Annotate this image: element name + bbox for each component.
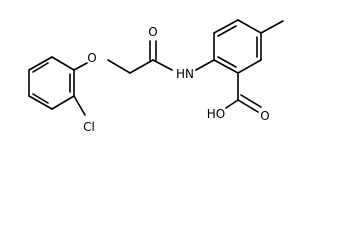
atom-label-o-ether: O bbox=[87, 51, 96, 65]
aryl-o-bond bbox=[73, 62, 88, 71]
carboxyl-c-oh-bond bbox=[225, 99, 239, 109]
carboxyl-c-o-bond-1 bbox=[237, 99, 259, 113]
n-aryl-bond bbox=[195, 59, 215, 71]
o-ch2-bond bbox=[107, 59, 131, 74]
benzoic-ring bbox=[213, 19, 262, 74]
chemical-structure: O O HN O HO Cl bbox=[28, 19, 284, 134]
chlorophenyl-ring bbox=[28, 56, 75, 110]
methyl-bond bbox=[260, 20, 284, 34]
atom-label-nh: HN bbox=[176, 67, 194, 81]
atom-label-ho: HO bbox=[207, 107, 225, 121]
c-cl-bond bbox=[73, 95, 86, 116]
ch2-carbonyl-bond bbox=[129, 59, 154, 74]
atom-label-o-carbonyl: O bbox=[148, 25, 157, 39]
atom-label-o-acid: O bbox=[260, 109, 269, 123]
carboxyl-c-o-bond-2 bbox=[240, 94, 262, 108]
atom-label-cl: Cl bbox=[83, 120, 95, 134]
carbonyl-n-bond bbox=[152, 59, 173, 71]
